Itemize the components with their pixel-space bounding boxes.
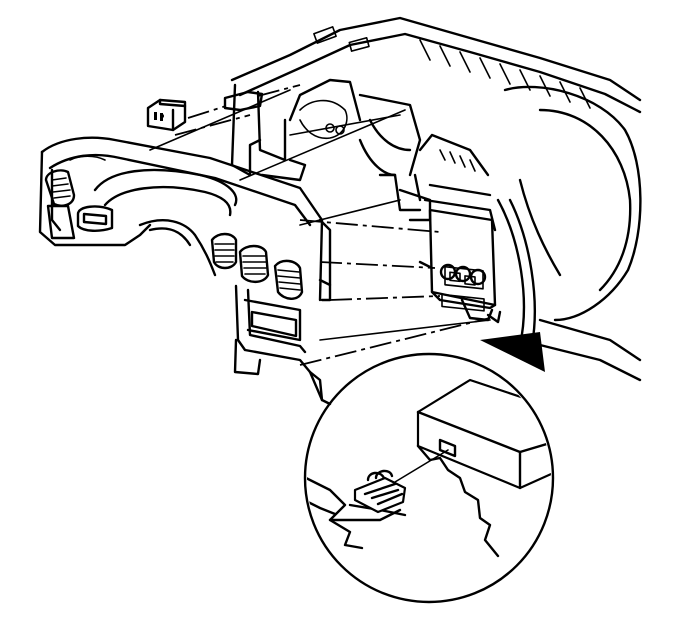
mounting-block xyxy=(416,378,551,490)
detail-callout xyxy=(303,352,555,604)
radio-hvac-stack xyxy=(418,208,502,324)
instrument-panel-trim-pad xyxy=(38,136,332,406)
switch-module xyxy=(146,90,264,132)
retainer-clip xyxy=(353,469,407,514)
instrument-panel-carrier xyxy=(230,16,642,382)
alignment-lines xyxy=(149,84,491,366)
callout-arrow xyxy=(480,198,545,372)
